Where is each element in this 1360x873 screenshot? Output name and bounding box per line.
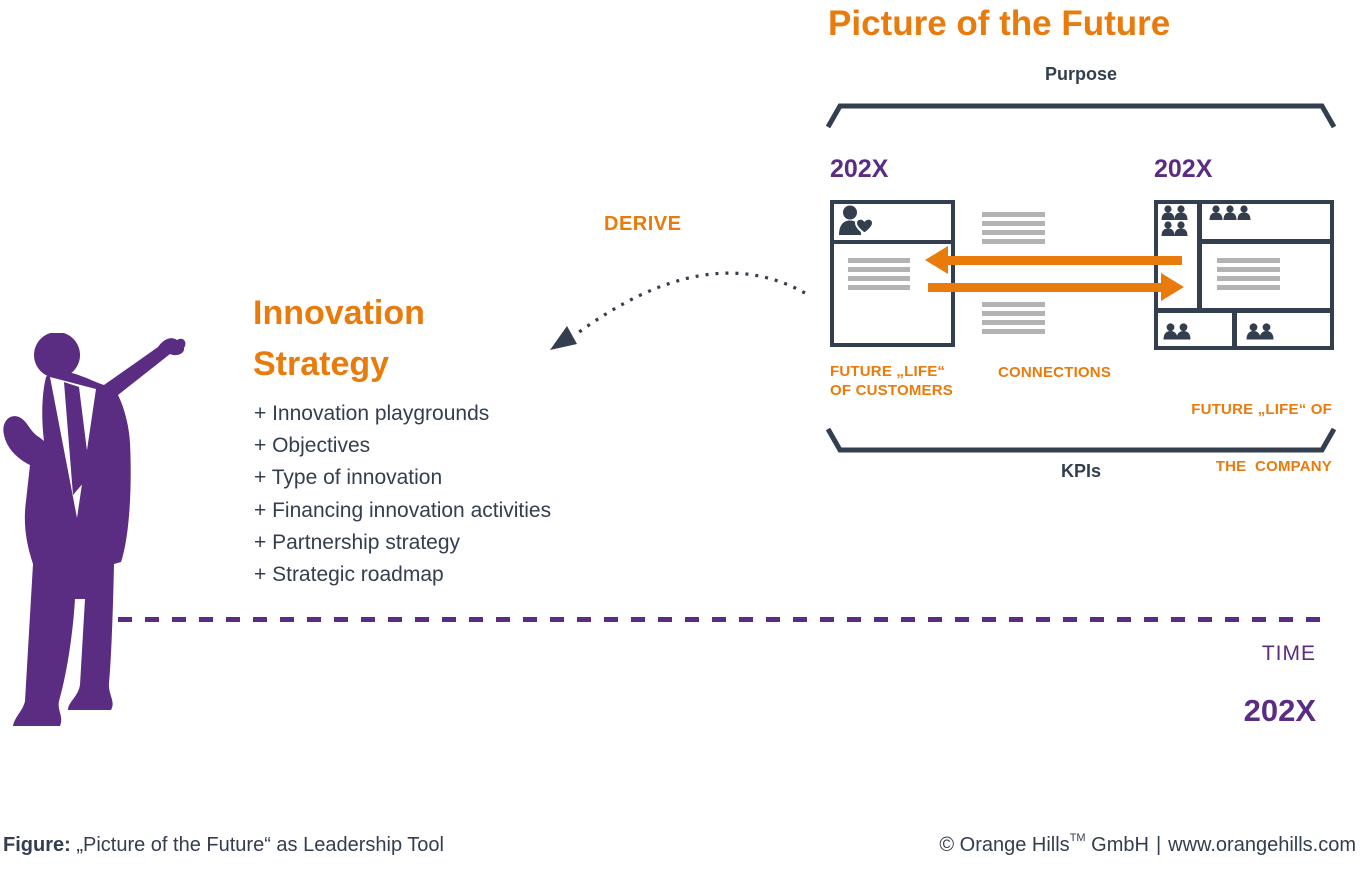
derive-arrowhead-icon [550, 326, 577, 350]
derive-arrow [550, 271, 806, 350]
list-item: + Strategic roadmap [254, 563, 444, 587]
people-trio-icon [1209, 205, 1251, 220]
timeline-year-label: 202X [1243, 693, 1316, 728]
arrow-customer-to-company [928, 273, 1184, 301]
people-pair-icon [1246, 323, 1274, 340]
strategy-list: + Innovation playgrounds + Objectives + … [254, 398, 551, 591]
canvas-divider [1197, 204, 1202, 308]
person-heart-icon [839, 205, 875, 235]
canvas-divider [1158, 308, 1330, 313]
company-year-label: 202X [1154, 155, 1213, 183]
list-item: + Partnership strategy [254, 530, 461, 554]
separator-bar: | [1155, 834, 1162, 856]
text-line [848, 285, 910, 290]
list-item: + Financing innovation activities [254, 498, 552, 522]
connections-label: CONNECTIONS [998, 364, 1112, 381]
kpis-bracket [825, 427, 1337, 453]
derive-label: DERIVE [604, 213, 682, 235]
arrowhead-left-icon [925, 246, 948, 274]
timeline-dashed-line [118, 617, 1332, 622]
website-text: www.orangehills.com [1168, 834, 1356, 856]
company-box-caption: FUTURE „LIFE“ OF THE COMPANY [1191, 401, 1332, 475]
arrowhead-right-icon [1161, 273, 1184, 301]
purpose-label: Purpose [1044, 64, 1118, 84]
canvas-divider [1232, 313, 1237, 346]
canvas-divider [1202, 239, 1330, 244]
copyright-text: © Orange Hills [939, 834, 1070, 856]
people-pair-icon [1163, 323, 1191, 340]
text-line [1217, 285, 1280, 290]
text-line [848, 276, 910, 281]
figure-caption-label: Figure: [3, 834, 71, 856]
list-item: + Type of innovation [254, 466, 443, 490]
connection-lines-bottom [982, 302, 1045, 335]
text-line [1217, 258, 1280, 263]
credit-line: © Orange HillsTM GmbH | www.orangehills.co… [656, 832, 1356, 857]
text-line [1217, 276, 1280, 281]
company-canvas-box [1154, 200, 1334, 350]
purpose-bracket [825, 103, 1337, 129]
text-line [1217, 267, 1280, 272]
list-item: + Objectives [254, 434, 371, 458]
connection-lines-top [982, 212, 1045, 245]
customer-year-label: 202X [830, 155, 889, 183]
list-item: + Innovation playgrounds [254, 402, 490, 425]
page-title: Picture of the Future [828, 4, 1171, 43]
time-label: TIME [1261, 642, 1316, 665]
kpis-label: KPIs [1060, 461, 1102, 481]
people-group-icon [1161, 205, 1188, 236]
text-line [848, 267, 910, 272]
strategy-heading: Innovation Strategy [253, 294, 425, 383]
figure-caption: Figure: „Picture of the Future“ as Leade… [3, 834, 444, 857]
trademark-mark: TM [1069, 832, 1086, 845]
businessman-silhouette [3, 333, 186, 726]
figure-caption-text: „Picture of the Future“ as Leadership To… [76, 834, 444, 856]
tie-shape [64, 382, 90, 495]
customer-canvas-top-cell [834, 204, 951, 244]
company-suffix: GmbH [1091, 834, 1149, 856]
customer-box-caption: FUTURE „LIFE“ OF CUSTOMERS [830, 363, 953, 399]
text-line [848, 258, 910, 263]
arrow-company-to-customer [925, 246, 1182, 274]
